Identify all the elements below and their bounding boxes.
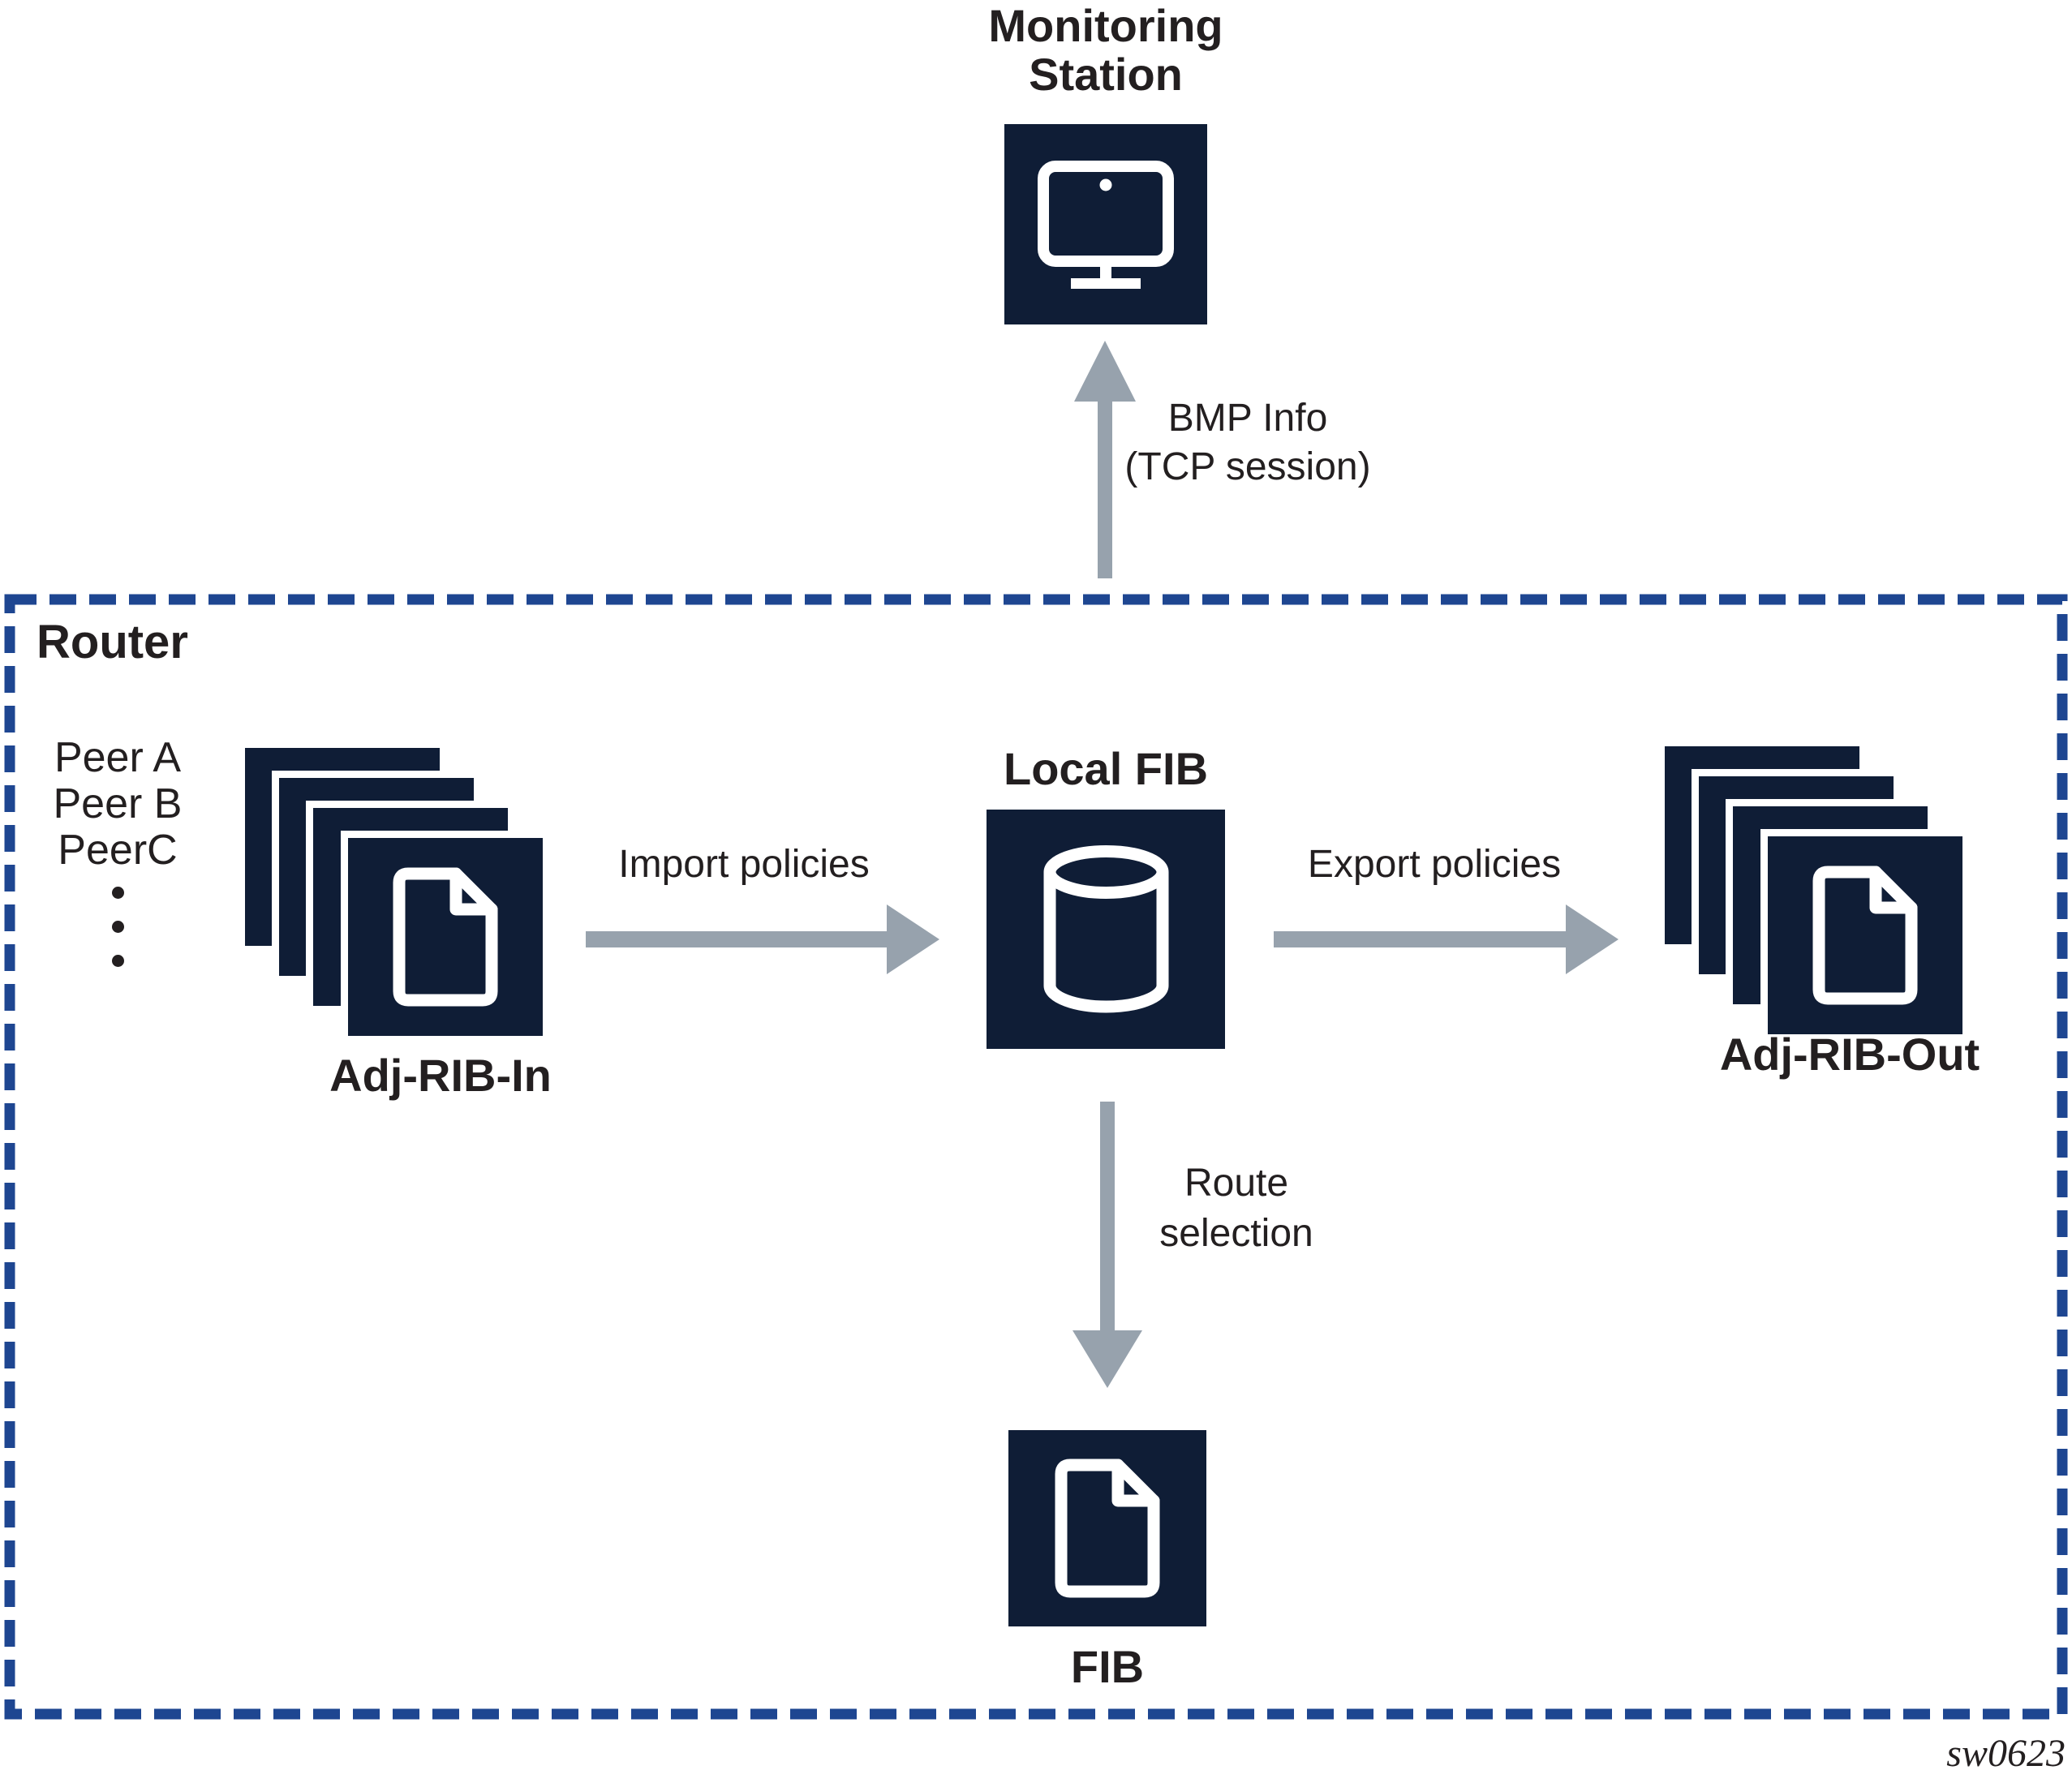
fib-node: [1008, 1430, 1206, 1626]
adj-rib-in-node: [238, 741, 553, 1048]
adj-rib-in-label: Adj-RIB-In: [329, 1050, 552, 1101]
monitor-icon: [1038, 160, 1174, 289]
ellipsis-dot: [111, 921, 124, 933]
bmp-link-label-line1: BMP Info: [1167, 397, 1328, 440]
bmp-link-label-line2: (TCP session): [1124, 445, 1371, 488]
route-selection-label-line2: selection: [1159, 1212, 1313, 1255]
local-fib-label: Local FIB: [1003, 743, 1209, 794]
route-selection-label: Route selection: [1127, 1158, 1346, 1259]
adj-rib-out-label: Adj-RIB-Out: [1719, 1029, 1980, 1080]
peer-item-c: PeerC: [58, 827, 178, 874]
peer-item-b: Peer B: [53, 780, 183, 827]
monitoring-station-title-line2: Station: [1029, 49, 1183, 100]
route-selection-label-line1: Route: [1184, 1162, 1289, 1205]
bmp-link-label: BMP Info (TCP session): [1094, 394, 1402, 492]
peer-list: Peer A Peer B PeerC: [16, 735, 219, 989]
peer-item-a: Peer A: [54, 734, 182, 781]
document-icon: [1055, 1459, 1160, 1598]
router-label: Router: [37, 616, 188, 668]
document-icon: [1812, 866, 1918, 1005]
router-boundary: [4, 594, 2068, 1720]
ellipsis-dot: [111, 887, 124, 899]
import-policies-label: Import policies: [618, 843, 870, 886]
figure-id: sw0623: [1946, 1732, 2066, 1775]
document-icon: [393, 867, 498, 1007]
up-arrow: [1074, 341, 1136, 578]
monitoring-station-title: Monitoring Station: [895, 2, 1317, 99]
local-fib-node: [987, 810, 1225, 1049]
ellipsis-dot: [111, 955, 124, 967]
stacked-square-front: [1760, 829, 1970, 1042]
route-selection-down-arrow: [1073, 1102, 1142, 1388]
import-right-arrow: [586, 904, 939, 974]
database-icon: [1043, 845, 1168, 1013]
peer-ellipsis: [16, 887, 219, 989]
monitoring-station-node: [1004, 124, 1207, 324]
monitoring-station-title-line1: Monitoring: [988, 0, 1223, 51]
export-policies-label: Export policies: [1307, 843, 1562, 886]
adj-rib-out-node: [1657, 739, 1973, 1046]
stacked-square-front: [341, 831, 550, 1043]
fib-label: FIB: [1070, 1641, 1145, 1692]
export-right-arrow: [1274, 904, 1618, 974]
